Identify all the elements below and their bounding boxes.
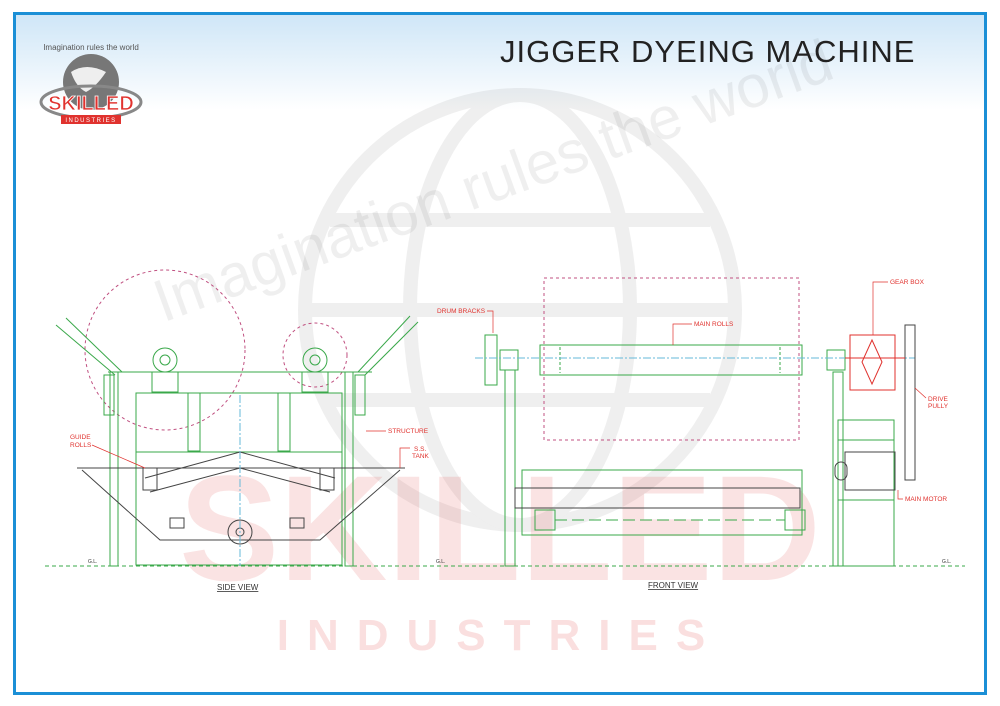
label-ss-tank: S.S.	[414, 446, 426, 453]
watermark-sub: INDUSTRIES	[277, 611, 723, 660]
label-ss-tank-2: TANK	[412, 453, 430, 460]
label-gl-left: G.L.	[88, 559, 97, 565]
front-view-caption: FRONT VIEW	[648, 581, 699, 590]
logo-brand: SKILLED	[48, 93, 134, 115]
label-gl-mid: G.L.	[436, 559, 445, 565]
watermark-globe-icon	[298, 88, 742, 532]
label-drive-pully: DRIVE	[928, 396, 949, 403]
watermark-brand: SKILLED	[179, 444, 821, 612]
label-gl-right: G.L.	[942, 559, 951, 565]
company-logo: Imagination rules the world SKILLED INDU…	[36, 42, 146, 132]
label-guide-rolls: GUIDE	[70, 434, 91, 441]
side-view	[55, 269, 419, 567]
label-guide-rolls-2: ROLLS	[70, 442, 92, 449]
logo-tagline: Imagination rules the world	[43, 43, 139, 52]
label-main-motor: MAIN MOTOR	[905, 496, 947, 503]
label-drive-pully-2: PULLY	[928, 403, 949, 410]
label-structure: STRUCTURE	[388, 428, 429, 435]
label-main-rolls: MAIN ROLLS	[694, 321, 734, 328]
logo-sub: INDUSTRIES	[65, 118, 116, 124]
label-drum-brackets: DRUM BRACKS	[437, 308, 486, 315]
side-view-labels: GUIDE ROLLS STRUCTURE S.S. TANK G.L. G.L…	[70, 428, 445, 592]
label-gear-box: GEAR BOX	[890, 279, 925, 286]
front-view	[475, 277, 916, 567]
page-title: JIGGER DYEING MACHINE	[500, 34, 916, 69]
front-view-labels: DRUM BRACKS MAIN ROLLS GEAR BOX DRIVE PU…	[437, 279, 951, 590]
side-view-caption: SIDE VIEW	[217, 583, 259, 592]
